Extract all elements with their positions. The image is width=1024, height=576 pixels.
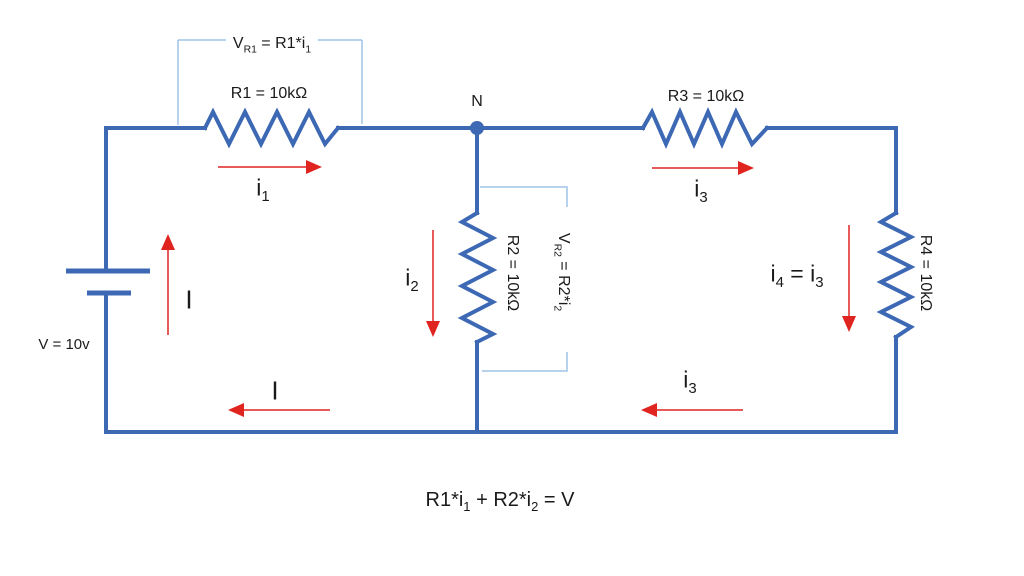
vr2-bracket-top [480,186,568,207]
wire-left-top [104,126,207,270]
arrow-current-up-head [161,234,175,250]
arrow-current-bottom-head [228,403,244,417]
arrow-i3-bottom-head [641,403,657,417]
label-current-i1: i1 [256,174,270,205]
resistor-r1-zigzag [202,107,341,149]
label-resistor-r1: R1 = 10kΩ [230,85,308,103]
label-resistor-r4: R4 = 10kΩ [916,234,934,312]
label-node-n: N [471,93,483,111]
resistor-r2-zigzag [457,210,498,345]
resistor-r4-zigzag [876,210,916,340]
resistor-r3-zigzag [640,107,770,149]
label-current-i3-bottom: i3 [683,366,697,397]
wire-top-right-corner [765,126,898,215]
arrow-i3-top-head [738,161,754,175]
wire-right-bottom-left [104,292,898,434]
label-current-i4-equals-i3: i4 = i3 [770,260,824,291]
label-current-i-bottom: I [271,375,279,406]
arrow-i2-head [426,321,440,337]
label-vr1-equation: VR1 = R1*i1 [225,35,319,55]
arrow-i1-head [306,160,322,174]
label-kvl-equation: R1*i1 + R2*i2 = V [425,489,575,514]
label-current-i-left: I [185,284,193,315]
label-current-i3-top: i3 [694,175,708,206]
arrow-i4-head [842,316,856,332]
label-source-voltage: V = 10v [38,335,90,353]
label-resistor-r2: R2 = 10kΩ [503,234,521,312]
label-resistor-r3: R3 = 10kΩ [667,88,745,106]
vr2-bracket-bottom [482,352,568,372]
node-n-dot [470,121,484,135]
label-current-i2: i2 [405,264,419,295]
label-vr2-equation: VR2 = R2*i2 [551,232,572,312]
